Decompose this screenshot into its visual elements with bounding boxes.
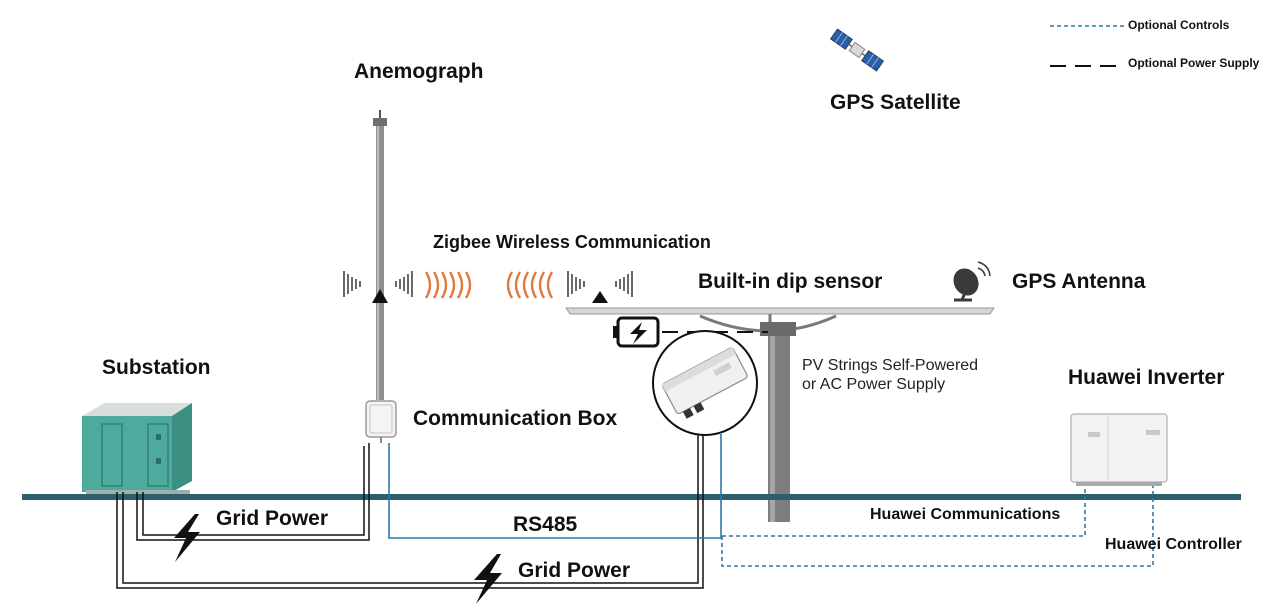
- ground-line: [22, 494, 1241, 500]
- huawei-inverter-label: Huawei Inverter: [1068, 366, 1224, 389]
- communication-box-label: Communication Box: [413, 407, 617, 430]
- huawei-controller-label: Huawei Controller: [1105, 536, 1242, 553]
- grid-power-wire-1: [136, 443, 370, 541]
- gps-antenna-label: GPS Antenna: [1012, 270, 1146, 293]
- huawei-controller-line: [721, 486, 1154, 567]
- gps-satellite-label: GPS Satellite: [830, 91, 961, 114]
- lightning-bolt-icon: [474, 554, 502, 604]
- rs485-wire: [388, 434, 722, 539]
- substation-label: Substation: [102, 356, 211, 379]
- battery-charging-icon: [613, 316, 660, 348]
- huawei-communications-label: Huawei Communications: [870, 506, 1060, 523]
- zigbee-waves-left: [506, 271, 554, 299]
- lightning-bolt-icon: [174, 514, 200, 562]
- zigbee-waves-right: [424, 271, 472, 299]
- inverter-icon: [1070, 413, 1168, 486]
- satellite-icon: [829, 28, 885, 72]
- satellite-dish-icon: [953, 261, 991, 302]
- grid-power-label-2: Grid Power: [518, 559, 630, 582]
- pv-strings-label-line2: or AC Power Supply: [802, 376, 945, 393]
- zigbee-label: Zigbee Wireless Communication: [433, 232, 711, 252]
- grid-power-label-1: Grid Power: [216, 507, 328, 530]
- zigbee-antenna-left-icon: [343, 271, 413, 303]
- legend-optional-controls-label: Optional Controls: [1128, 18, 1230, 32]
- rs485-label: RS485: [513, 513, 578, 536]
- legend-optional-power-label: Optional Power Supply: [1128, 56, 1260, 70]
- controller-zoom-circle: [652, 330, 758, 436]
- tracker-structure: [565, 307, 995, 522]
- zigbee-antenna-right-icon: [567, 271, 633, 303]
- huawei-communications-line: [722, 486, 1086, 537]
- anemograph-label: Anemograph: [354, 60, 484, 83]
- substation-icon: [82, 403, 192, 494]
- legend: Optional Controls Optional Power Supply: [1050, 18, 1260, 70]
- communication-box-icon: [365, 400, 397, 443]
- grid-power-wire-2: [116, 434, 704, 589]
- pv-strings-label-line1: PV Strings Self-Powered: [802, 357, 978, 374]
- dip-sensor-label: Built-in dip sensor: [698, 270, 882, 293]
- anemograph-mast: [373, 110, 387, 400]
